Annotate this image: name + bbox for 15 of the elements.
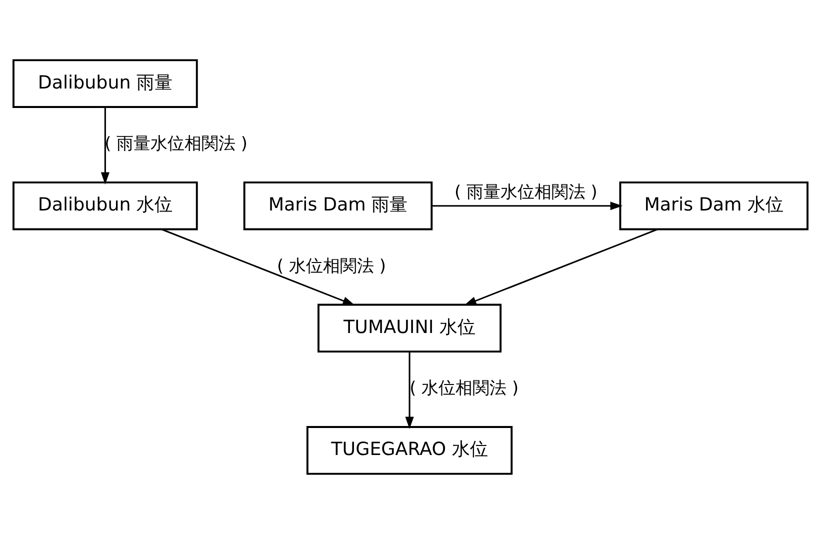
- node-box: Dalibubun 水位: [12, 180, 198, 230]
- arrow: [161, 228, 355, 305]
- node-box: Maris Dam 雨量: [243, 180, 433, 230]
- edge-label: ( 雨量水位相関法 ): [104, 132, 248, 153]
- edge-label: ( 水位相関法 ): [410, 377, 519, 398]
- node-box: TUMAUINI 水位: [318, 303, 502, 352]
- edge-label: ( 雨量水位相関法 ): [454, 180, 598, 201]
- arrow: [432, 201, 623, 210]
- arrow: [100, 106, 110, 184]
- node-box: Maris Dam 水位: [619, 180, 808, 230]
- node-box: Dalibubun 雨量: [12, 58, 198, 108]
- arrow: [405, 351, 414, 429]
- node-box: TUGEGARAO 水位: [306, 426, 513, 474]
- arrow: [464, 228, 658, 305]
- edge-label: ( 水位相関法 ): [277, 254, 386, 275]
